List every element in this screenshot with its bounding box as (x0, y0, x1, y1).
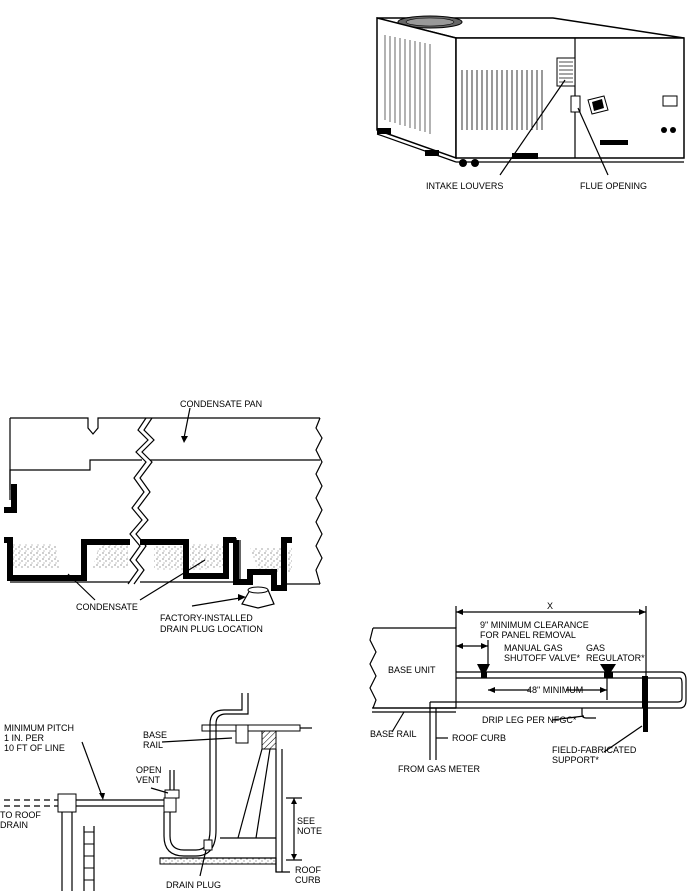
dimension-x-label: X (547, 601, 553, 611)
base-unit-label: BASE UNIT (388, 665, 436, 675)
clearance-label-line2: FOR PANEL REMOVAL (480, 630, 576, 640)
support-label-line1: FIELD-FABRICATED (552, 745, 637, 755)
drain-piping-figure: MINIMUM PITCH 1 IN. PER 10 FT OF LINE BA… (0, 693, 322, 891)
min-pitch-label-line1: MINIMUM PITCH (4, 723, 74, 733)
drain-drawing (4, 693, 312, 891)
base-rail-label-line1: BASE (143, 730, 167, 740)
min-pitch-label-line2: 1 IN. PER (4, 733, 45, 743)
gas-regulator-label-line1: GAS (586, 643, 605, 653)
gas-meter-label: FROM GAS METER (398, 764, 481, 774)
gas-piping-figure: X 9" MINIMUM CLEARANCE FOR PANEL REMOVAL… (369, 601, 687, 774)
unit-leader-lines (499, 79, 609, 176)
intake-louvers-label: INTAKE LOUVERS (426, 181, 503, 191)
condensate-pan-figure: CONDENSATE PAN CONDENSATE FACTORY-INSTAL… (4, 399, 323, 634)
clearance-label-line1: 9" MINIMUM CLEARANCE (480, 620, 589, 630)
drip-leg-label: DRIP LEG PER NFGC* (482, 715, 577, 725)
unit-cabinet (376, 15, 685, 167)
to-roof-drain-label-line2: DRAIN (0, 820, 28, 830)
minimum-48-label: 48" MINIMUM (527, 685, 583, 695)
shutoff-valve-label-line1: MANUAL GAS (504, 643, 563, 653)
rooftop-unit-figure: INTAKE LOUVERS FLUE OPENING (376, 15, 685, 191)
flue-opening-label: FLUE OPENING (580, 181, 647, 191)
pan-leader-lines (67, 407, 246, 607)
condensate-label: CONDENSATE (76, 602, 138, 612)
gas-drawing (369, 606, 687, 760)
roof-curb-label-line1: ROOF (295, 865, 322, 875)
see-note-label-line1: SEE (297, 816, 315, 826)
open-vent-label-line1: OPEN (136, 765, 162, 775)
to-roof-drain-label-line1: TO ROOF (0, 810, 41, 820)
roof-curb-label-line2: CURB (295, 875, 321, 885)
drain-plug-label: DRAIN PLUG (166, 880, 221, 890)
pan-drawing (4, 417, 323, 609)
open-vent-label-line2: VENT (136, 775, 161, 785)
support-label-line2: SUPPORT* (552, 755, 599, 765)
gas-roof-curb-label: ROOF CURB (452, 733, 506, 743)
min-pitch-label-line3: 10 FT OF LINE (4, 743, 65, 753)
drain-plug-location-label-line2: DRAIN PLUG LOCATION (160, 624, 263, 634)
see-note-label-line2: NOTE (297, 826, 322, 836)
shutoff-valve-label-line2: SHUTOFF VALVE* (504, 653, 581, 663)
base-rail-label-line2: RAIL (143, 740, 163, 750)
drain-plug-location-label-line1: FACTORY-INSTALLED (160, 613, 253, 623)
gas-base-rail-label: BASE RAIL (370, 729, 417, 739)
condensate-pan-label: CONDENSATE PAN (180, 399, 262, 409)
drain-leader-lines (81, 737, 233, 877)
gas-regulator-label-line2: REGULATOR* (586, 653, 645, 663)
gas-leader-lines (391, 711, 643, 753)
